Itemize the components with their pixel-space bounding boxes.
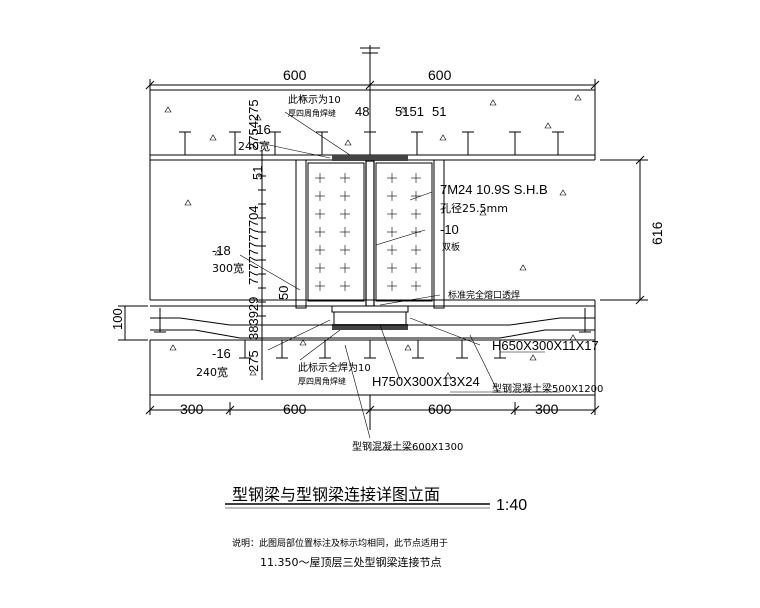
beam-right-label: 型钢混凝土梁500X1200: [492, 382, 603, 395]
drawing-title: 型钢梁与型钢梁连接详图立面: [232, 485, 440, 504]
bolt-grid-right: [387, 173, 421, 291]
top-shear-studs: [179, 131, 564, 155]
beam-bottom-label: 型钢混凝土梁600X1300: [352, 440, 463, 453]
note-line-2: 11.350～屋顶层三处型钢梁连接节点: [260, 555, 442, 569]
vertical-stack-mid: 77777777704: [246, 205, 261, 285]
note-bot-2: 厚四周角焊缝: [298, 376, 346, 386]
beam-h750: H750X300X13X24: [372, 374, 480, 389]
double-plate: 双板: [442, 241, 460, 253]
drawing-scale: 1:40: [496, 497, 527, 514]
bottom-shear-studs: [154, 308, 591, 359]
plate-10: -10: [440, 222, 459, 237]
top-flange-plate: [332, 155, 408, 161]
vertical-stack-bottom: 275: [246, 350, 261, 372]
haunch-top-line: [150, 317, 595, 326]
plate-16-bottom-width: 240宽: [196, 365, 228, 379]
beam-h650: H650X300X11X17: [492, 338, 599, 353]
dim-bottom-left: 600: [283, 401, 307, 417]
dim-top-right: 600: [428, 67, 452, 83]
plate-16-top-width: 240宽: [238, 139, 270, 153]
dim-top-left: 600: [283, 67, 307, 83]
dim-616: 616: [649, 221, 665, 245]
vertical-stack-top: 2754275: [246, 99, 261, 150]
note-line-1: 说明：此图局部位置标注及标示均相同，此节点适用于: [232, 537, 448, 549]
plate-18: -18: [212, 243, 231, 258]
dim-51: 51: [432, 104, 446, 119]
dim-50: 50: [276, 286, 291, 300]
bottom-flange-plate: [331, 305, 409, 313]
dim-51-vertical: 51: [250, 166, 265, 180]
dim-bottom-far-right: 300: [535, 401, 559, 417]
leader-lines: [239, 111, 560, 439]
bolt-grid-left: [315, 173, 350, 291]
dim-48: 48: [355, 104, 369, 119]
dim-100: 100: [110, 308, 125, 330]
left-splice-plate: [307, 162, 365, 302]
haunch-bottom-line: [150, 329, 595, 339]
vertical-stack-low: 383929: [246, 297, 261, 340]
plate-16-top: -16: [252, 122, 271, 137]
bolt-spec: 7M24 10.9S S.H.B: [440, 182, 548, 197]
concrete-hatch-top: [164, 94, 582, 379]
dim-bottom-far-left: 300: [180, 401, 204, 417]
full-pen-weld: 标准完全熔口透焊: [448, 289, 520, 301]
dim-bottom-right: 600: [428, 401, 452, 417]
dim-5151: 5151: [395, 104, 424, 119]
plate-16-bottom: -16: [212, 346, 231, 361]
note-bot-1: 此标示全焊为10: [298, 361, 371, 374]
hole-spec: 孔径25.5mm: [440, 202, 508, 215]
right-splice-plate: [375, 162, 433, 302]
note-top-2: 厚四周角焊缝: [288, 108, 336, 118]
plate-18-width: 300宽: [212, 261, 244, 275]
web-plate: [365, 160, 375, 307]
note-top-1: 此标示为10: [288, 93, 341, 106]
